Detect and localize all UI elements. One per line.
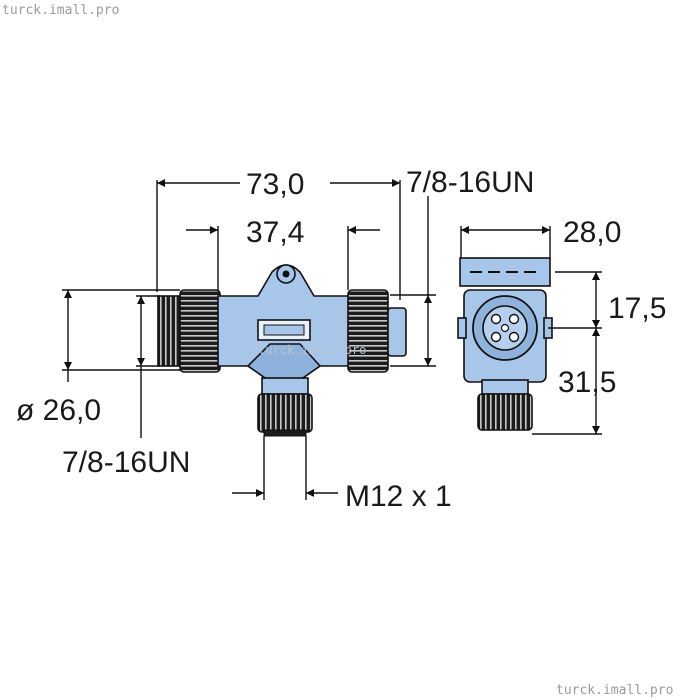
dim-diameter: ø 26,0	[16, 394, 101, 427]
m12-coupling-nut	[257, 393, 313, 433]
left-thread	[157, 295, 183, 367]
dim-thread-top-right: 7/8-16UN	[406, 166, 534, 199]
side-m12-nut	[477, 393, 533, 431]
dim-overall-length: 73,0	[246, 168, 304, 201]
pin-contact	[500, 323, 510, 333]
front-view	[157, 264, 407, 437]
pin-contact	[490, 331, 502, 343]
watermark-center: turck.imall.pro	[258, 343, 366, 357]
watermark-top-left: turck.imall.pro	[2, 3, 119, 18]
m12-neck	[261, 377, 309, 395]
pin-contact	[508, 331, 520, 343]
pin-contact	[508, 313, 520, 325]
dim-m12-thread: M12 x 1	[345, 480, 452, 513]
dim-side-width: 28,0	[563, 216, 621, 249]
dim-side-height-lower: 31,5	[558, 366, 616, 399]
right-coupling-nut	[347, 289, 389, 373]
side-view	[457, 257, 553, 431]
watermark-bottom-right: turck.imall.pro	[556, 683, 673, 698]
dim-thread-left: 7/8-16UN	[62, 446, 190, 479]
pin-contact	[490, 313, 502, 325]
dim-inner-length: 37,4	[246, 216, 304, 249]
dimension-lines	[62, 179, 602, 500]
left-coupling-nut	[179, 289, 221, 373]
right-connector-stub	[387, 307, 407, 357]
dim-side-height-upper: 17,5	[608, 292, 666, 325]
